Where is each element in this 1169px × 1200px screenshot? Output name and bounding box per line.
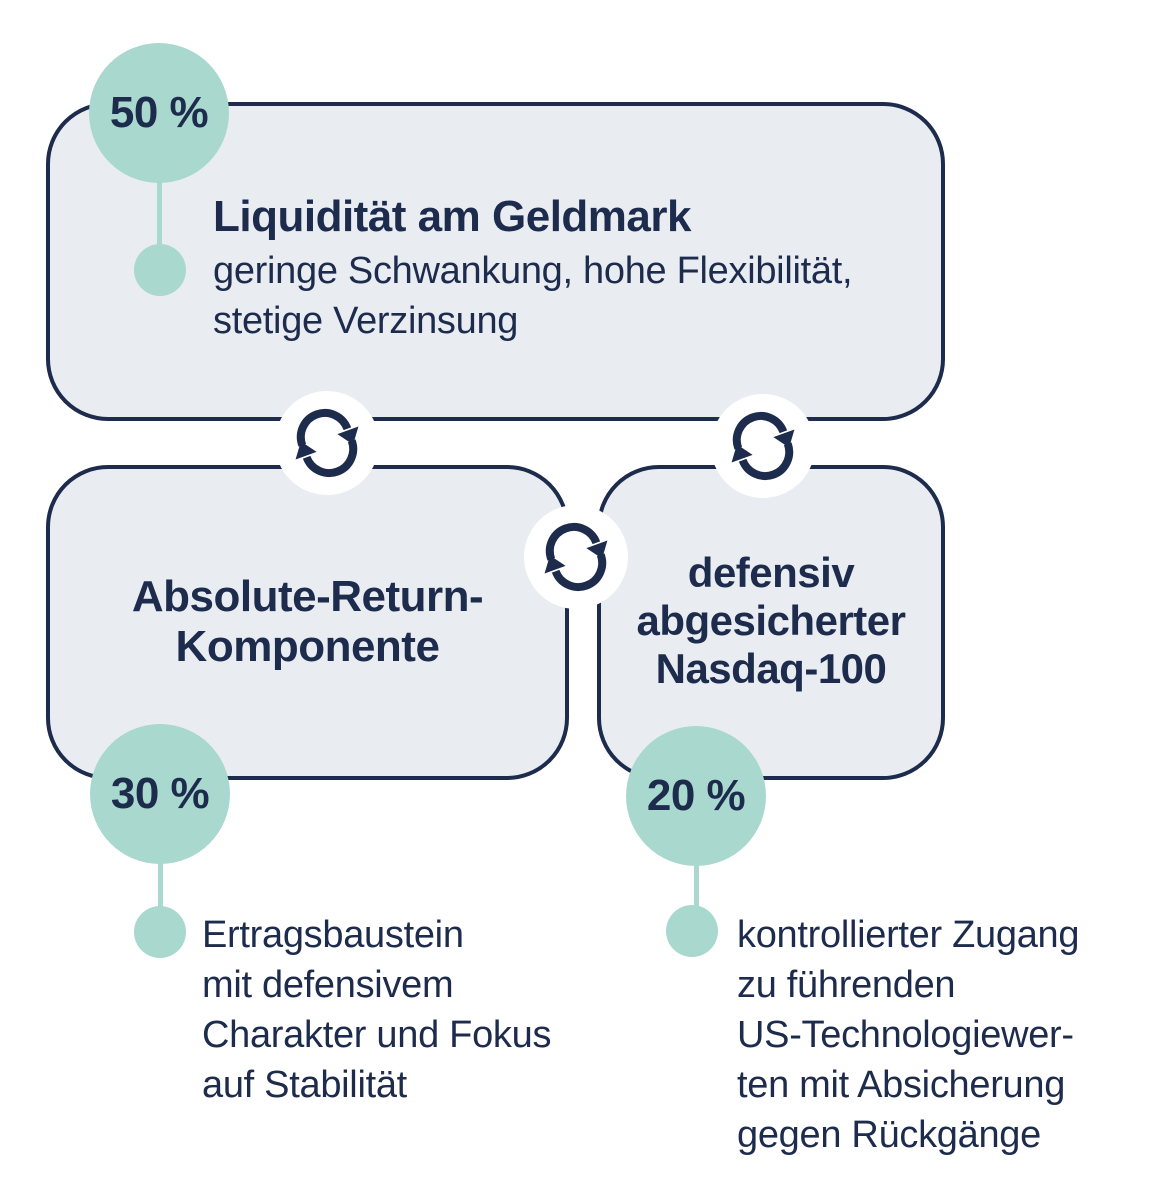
- sync-exchange-icon: [524, 505, 628, 609]
- absolute-return-description: Ertragsbaustein mit defensivem Charakter…: [202, 914, 552, 1106]
- absolute-return-percent-badge: 30 %: [90, 724, 230, 864]
- liquidity-connector-line: [157, 175, 162, 250]
- liquidity-percent-badge: 50 %: [89, 43, 229, 183]
- liquidity-title: Liquidität am Geldmark: [213, 192, 691, 241]
- circular-arrows-glyph: [723, 406, 803, 486]
- circular-arrows-glyph: [536, 517, 616, 597]
- nasdaq-percent-label: 20 %: [646, 771, 746, 820]
- absolute-return-bullet-dot: [134, 906, 186, 958]
- nasdaq-description: kontrollierter Zugang zu führenden US-Te…: [737, 914, 1080, 1156]
- liquidity-text-block: Liquidität am Geldmark geringe Schwankun…: [213, 190, 853, 346]
- absolute-return-title: Absolute-Return- Komponente: [131, 572, 484, 671]
- nasdaq-percent-badge: 20 %: [626, 726, 766, 866]
- nasdaq-connector-line: [694, 857, 699, 915]
- sync-exchange-icon: [711, 394, 815, 498]
- absolute-return-connector-line: [158, 855, 163, 915]
- nasdaq-box: [597, 465, 945, 780]
- absolute-return-percent-label: 30 %: [110, 769, 210, 818]
- circular-arrows-glyph: [287, 403, 367, 483]
- absolute-return-box: [46, 465, 569, 780]
- liquidity-bullet-dot: [134, 244, 186, 296]
- liquidity-percent-label: 50 %: [109, 88, 209, 137]
- sync-exchange-icon: [275, 391, 379, 495]
- nasdaq-bullet-dot: [666, 905, 718, 957]
- nasdaq-title: defensiv abgesicherter Nasdaq-100: [636, 549, 906, 692]
- liquidity-description: geringe Schwankung, hohe Flexibilität, s…: [213, 250, 853, 342]
